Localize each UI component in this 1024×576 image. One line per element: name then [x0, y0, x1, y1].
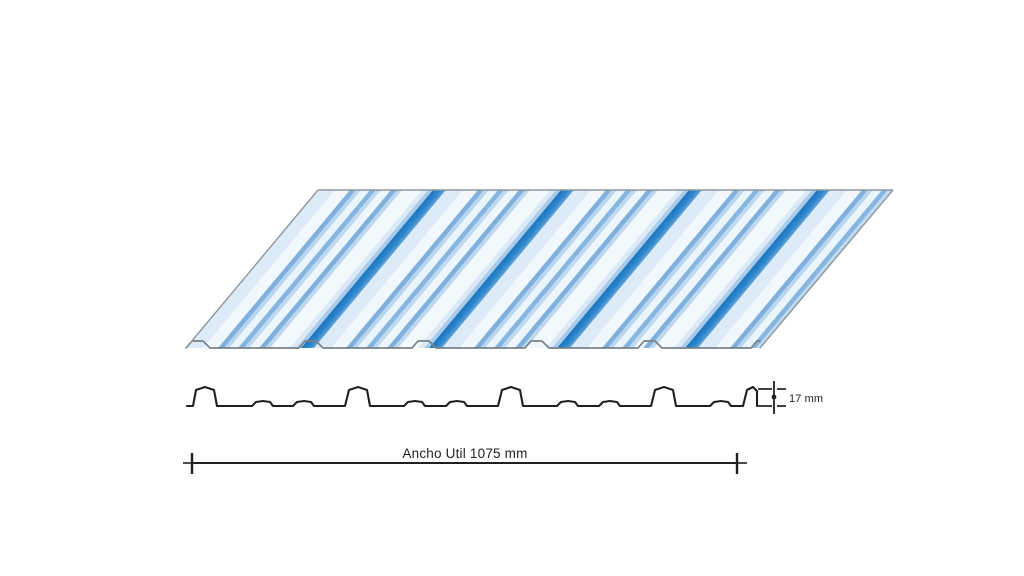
height-dim-marker [771, 394, 777, 400]
height-dimension: 17 mm [758, 381, 823, 414]
width-dimension-label: Ancho Util 1075 mm [402, 446, 527, 461]
panel-bottom-edge [185, 340, 761, 349]
panel-3d-body [185, 189, 894, 349]
profile-cross-section [185, 385, 759, 408]
height-dimension-label: 17 mm [789, 393, 823, 405]
width-dimension: Ancho Util 1075 mm [183, 446, 747, 474]
panel-left-edge [185, 189, 319, 349]
panel-rib-pattern [186, 190, 893, 348]
panel-right-edge [759, 189, 894, 349]
